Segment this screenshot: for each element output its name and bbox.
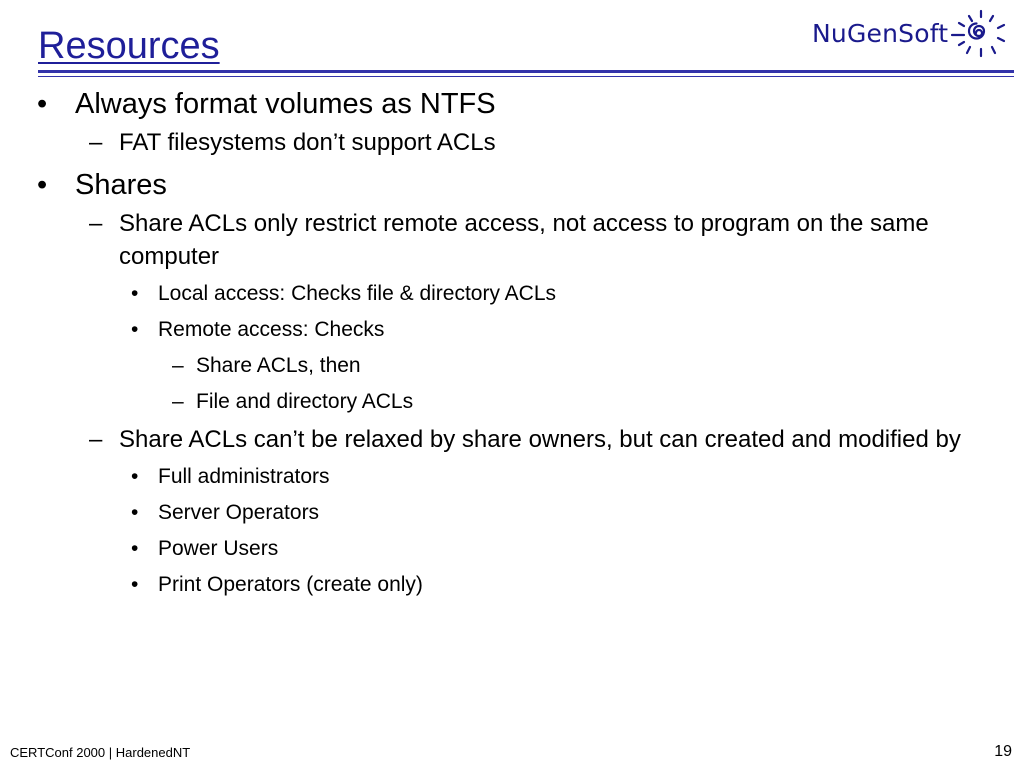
bullet-text: Share ACLs can’t be relaxed by share own… — [119, 426, 961, 453]
bullet-text: Power Users — [158, 537, 279, 560]
bullet-text: Remote access: Checks — [158, 318, 385, 341]
bullet-text: Full administrators — [158, 465, 330, 488]
dash-mark: – — [89, 210, 103, 237]
dash-mark: – — [172, 390, 184, 413]
dash-mark: – — [89, 426, 103, 453]
bullet-mark: • — [131, 465, 139, 488]
bullet-text: Always format volumes as NTFS — [75, 88, 496, 120]
bullet-text: Server Operators — [158, 501, 320, 524]
sun-spiral-icon — [951, 9, 1006, 58]
bullet-level3: • Power Users — [0, 534, 1024, 563]
bullet-text: Shares — [75, 169, 167, 201]
slide-title: Resources — [38, 25, 220, 67]
slide-body: • Always format volumes as NTFS – FAT fi… — [0, 86, 1024, 606]
bullet-mark: • — [131, 537, 139, 560]
title-rule-thin — [38, 76, 1014, 77]
bullet-level3: • Full administrators — [0, 462, 1024, 491]
bullet-text: Share ACLs, then — [196, 354, 361, 377]
bullet-level2: – Share ACLs can’t be relaxed by share o… — [0, 423, 1024, 456]
bullet-level3: • Remote access: Checks — [0, 315, 1024, 344]
bullet-mark: • — [131, 318, 139, 341]
bullet-level3: • Local access: Checks file & directory … — [0, 279, 1024, 308]
bullet-mark: • — [37, 169, 48, 201]
page-number: 19 — [994, 743, 1012, 760]
bullet-level1: • Shares — [0, 167, 1024, 203]
bullet-text: Share ACLs only restrict remote access, … — [119, 210, 929, 270]
bullet-level1: • Always format volumes as NTFS — [0, 86, 1024, 122]
bullet-text: FAT filesystems don’t support ACLs — [119, 129, 496, 156]
footer-text: CERTConf 2000 | HardenedNT — [10, 745, 191, 760]
bullet-level3: • Server Operators — [0, 498, 1024, 527]
nugensoft-logo: NuGenSoft — [812, 8, 1010, 58]
bullet-mark: • — [131, 501, 139, 524]
dash-mark: – — [172, 354, 184, 377]
bullet-level2: – Share ACLs only restrict remote access… — [0, 207, 1024, 273]
bullet-level3: • Print Operators (create only) — [0, 570, 1024, 599]
bullet-text: File and directory ACLs — [196, 390, 414, 413]
bullet-mark: • — [131, 282, 139, 305]
title-rule-thick — [38, 70, 1014, 73]
bullet-text: Print Operators (create only) — [158, 573, 423, 596]
bullet-mark: • — [37, 88, 48, 120]
dash-mark: – — [89, 129, 103, 156]
bullet-level4: – File and directory ACLs — [0, 387, 1024, 416]
bullet-text: Local access: Checks file & directory AC… — [158, 282, 556, 305]
bullet-level2: – FAT filesystems don’t support ACLs — [0, 126, 1024, 159]
bullet-level4: – Share ACLs, then — [0, 351, 1024, 380]
logo-text: NuGenSoft — [812, 18, 949, 48]
bullet-mark: • — [131, 573, 139, 596]
